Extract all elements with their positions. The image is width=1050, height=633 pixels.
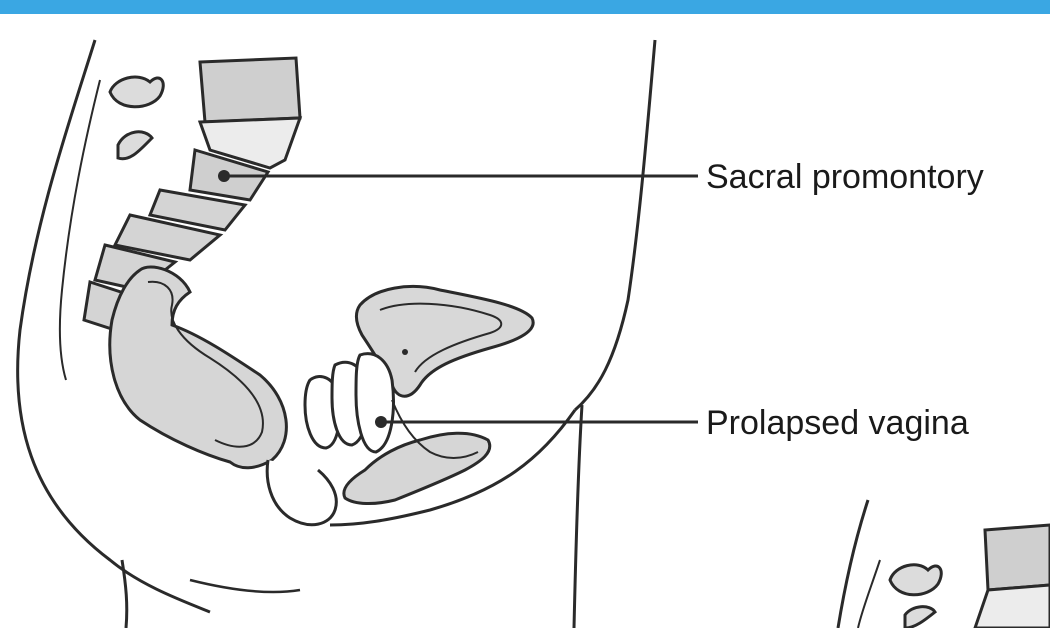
bladder-mark xyxy=(402,349,408,355)
prolapsed-vagina-folds xyxy=(305,354,393,452)
anatomy-figure: Sacral promontory Prolapsed vagina xyxy=(0,14,1050,628)
leg-line-right xyxy=(190,580,300,592)
header-bar xyxy=(0,0,1050,14)
abdomen-outline xyxy=(575,40,655,410)
anal-canal xyxy=(267,460,336,525)
thigh-line xyxy=(574,405,582,628)
bowel-loop-2 xyxy=(118,132,152,159)
label-prolapsed-vagina: Prolapsed vagina xyxy=(706,404,969,442)
label-sacral-promontory: Sacral promontory xyxy=(706,158,984,196)
second-figure-fragment xyxy=(838,500,1050,628)
back-inner-line xyxy=(60,80,100,380)
pelvis-sagittal-diagram: Sacral promontory Prolapsed vagina xyxy=(0,14,1050,628)
pointer-dot-prolapsed xyxy=(375,416,387,428)
bowel-loop-1 xyxy=(110,77,163,107)
pointer-dot-sacral xyxy=(218,170,230,182)
